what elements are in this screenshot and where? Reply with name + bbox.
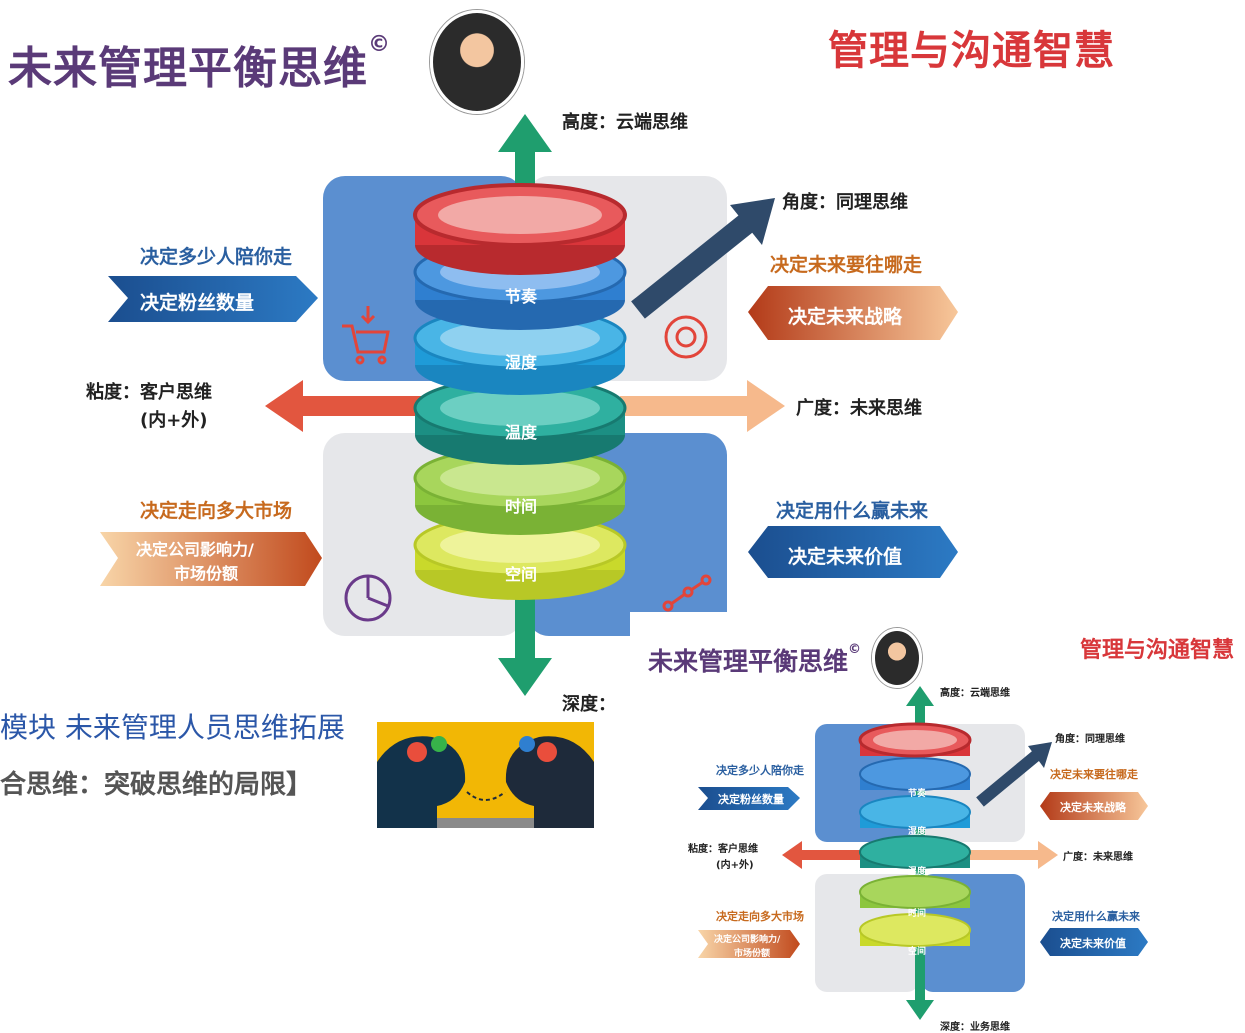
mini-diagram-panel: 未来管理平衡思维© 管理与沟通智慧 高度：云端思维 角度：同理思维 粘度： [630, 612, 1245, 1033]
mini-ring-label-temperature: 温度 [908, 867, 927, 877]
stickiness-sublabel: (内+外) [140, 410, 208, 431]
ring-label-rhythm: 节奏 [505, 287, 538, 306]
height-label: 高度：云端思维 [562, 112, 688, 133]
caption-top-right: 决定未来要往哪走 [770, 254, 923, 276]
caption-bottom-right: 决定用什么赢未来 [776, 500, 929, 522]
ring-label-temperature: 温度 [505, 423, 538, 442]
mini-height-label: 高度：云端思维 [940, 688, 1010, 699]
mini-breadth-label: 广度：未来思维 [1063, 852, 1133, 863]
right-arrow [747, 380, 785, 432]
cart-icon [342, 306, 390, 365]
mini-depth-label: 深度：业务思维 [940, 1022, 1010, 1033]
down-arrow [498, 658, 552, 696]
breadth-label: 广度：未来思维 [796, 398, 922, 419]
left-arrow [265, 380, 303, 432]
caption-top-left: 决定多少人陪你走 [140, 246, 293, 268]
angle-label: 角度：同理思维 [782, 192, 908, 213]
mini-caption-top-right: 决定未来要往哪走 [1050, 768, 1138, 781]
mini-title: 未来管理平衡思维© [648, 642, 862, 676]
author-avatar [430, 10, 524, 114]
mini-banner-influence-line1: 决定公司影响力/ [714, 935, 781, 945]
banner-influence-line1: 决定公司影响力/ [136, 540, 254, 559]
banner-value-text: 决定未来价值 [788, 546, 903, 568]
banner-strategy-text: 决定未来战略 [788, 306, 903, 328]
mini-banner-value-text: 决定未来价值 [1060, 937, 1126, 950]
pie-chart-icon [344, 574, 392, 622]
banner-value [748, 526, 958, 578]
mini-caption-bottom-right: 决定用什么赢未来 [1052, 910, 1140, 923]
banner-fans-text: 决定粉丝数量 [140, 292, 255, 314]
mini-stickiness-sublabel: (内+外) [716, 860, 754, 871]
mini-caption-top-left: 决定多少人陪你走 [716, 764, 804, 777]
mini-ring-label-time: 时间 [908, 909, 927, 919]
diagonal-arrow [730, 198, 775, 245]
article-thumbnail[interactable] [377, 722, 594, 828]
mini-angle-label: 角度：同理思维 [1055, 734, 1125, 745]
article-heading[interactable]: 模块 未来管理人员思维拓展 [0, 711, 345, 744]
up-arrow [498, 114, 552, 152]
ring-stack [413, 183, 627, 600]
banner-fans [108, 276, 318, 322]
mini-stickiness-label: 粘度：客户思维 [688, 844, 758, 855]
depth-label: 深度： [562, 694, 616, 715]
banner-influence [100, 532, 322, 586]
mini-banner-fans-text: 决定粉丝数量 [718, 793, 784, 806]
mini-ring-label-space: 空间 [908, 947, 927, 957]
banner-influence-line2: 市场份额 [174, 564, 239, 583]
copyright-mark: © [368, 32, 391, 57]
brand-title: 管理与沟通智慧 [828, 28, 1115, 74]
page-title: 未来管理平衡思维© [8, 32, 391, 94]
gear-icon [664, 315, 708, 359]
mini-ring-label-humidity: 湿度 [908, 827, 927, 837]
banner-strategy [748, 286, 958, 340]
mini-ring-label-rhythm: 节奏 [908, 789, 927, 799]
caption-bottom-left: 决定走向多大市场 [140, 500, 293, 522]
balance-diagram [100, 114, 958, 696]
ring-label-humidity: 湿度 [505, 353, 538, 372]
ring-label-time: 时间 [505, 497, 538, 516]
mini-caption-bottom-left: 决定走向多大市场 [716, 910, 804, 923]
mini-brand: 管理与沟通智慧 [1080, 638, 1235, 663]
mini-banner-strategy-text: 决定未来战略 [1060, 801, 1126, 814]
stickiness-label: 粘度：客户思维 [86, 382, 212, 403]
mini-banner-influence-line2: 市场份额 [734, 949, 771, 959]
network-icon [662, 574, 712, 612]
ring-label-space: 空间 [505, 565, 538, 584]
mini-balance-diagram [698, 686, 1148, 1020]
mini-author-avatar [872, 628, 922, 688]
article-subheading: 合思维：突破思维的局限】 [0, 770, 313, 800]
